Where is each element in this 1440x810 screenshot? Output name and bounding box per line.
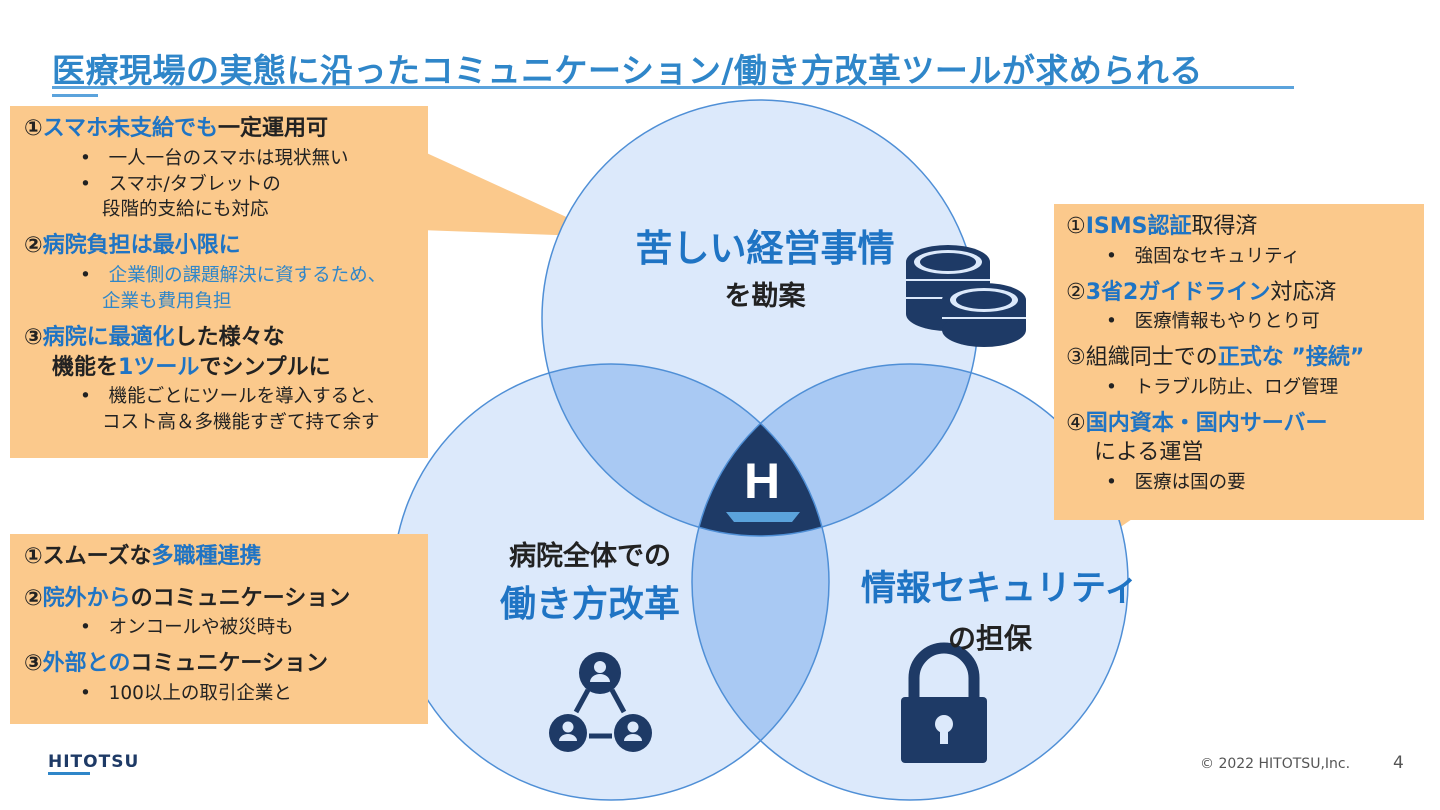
callout-tl-item1-heading: ①スマホ未支給でも一定運用可 — [24, 116, 328, 141]
callout-tl-item2-bullet1-cont: 企業も費用負担 — [102, 290, 232, 312]
callout-r-item1-heading: ①ISMS認証取得済 — [1066, 214, 1258, 239]
callout-bl-item3-heading: ③外部とのコミュニケーション — [24, 651, 328, 677]
callout-tl-item3-bullet1-cont: コスト高＆多機能すぎて持て余す — [102, 412, 380, 434]
callout-r-item4-bullet1: • 医療は国の要 — [1106, 472, 1246, 494]
page-title: 医療現場の実態に沿ったコミュニケーション/働き方改革ツールが求められる — [52, 51, 1203, 90]
circle-top-line2: を勘案 — [724, 281, 806, 312]
coins-icon — [906, 245, 1026, 347]
overlap-top-right — [692, 364, 978, 536]
callout-tl-item3-bullet1: • 機能ごとにツールを導入すると、 — [80, 386, 386, 408]
circle-right-label: 情報セキュリティ の担保 — [840, 560, 1160, 657]
title-underline — [52, 86, 1294, 89]
circle-right-line2: の担保 — [947, 622, 1032, 655]
callout-tl-item2-bullet1: • 企業側の課題解決に資するため、 — [80, 265, 387, 287]
circle-left-line2: 働き方改革 — [499, 584, 680, 625]
callout-top-left: ①スマホ未支給でも一定運用可 • 一人一台のスマホは現状無い • スマホ/タブレ… — [10, 106, 428, 458]
circle-top-label: 苦しい経営事情 を勘案 — [620, 218, 910, 313]
callout-tl-item2-heading: ②病院負担は最小限に — [24, 233, 241, 259]
callout-r-item2-heading: ②3省2ガイドライン対応済 — [1066, 279, 1337, 305]
page-number: 4 — [1393, 753, 1404, 773]
footer-logo: HITOTSU — [48, 752, 140, 772]
circle-left-label: 病院全体での 働き方改革 — [470, 534, 710, 627]
logo-bar — [726, 512, 800, 522]
callout-pointer-top-left — [420, 150, 610, 237]
callout-right: ①ISMS認証取得済 • 強固なセキュリティ ②3省2ガイドライン対応済 • 医… — [1054, 204, 1424, 520]
footer-logo-underline — [48, 772, 90, 775]
callout-r-item3-heading: ③組織同士での正式な ”接続” — [1066, 345, 1365, 371]
callout-r-item4-heading-cont: による運営 — [1094, 440, 1204, 466]
circle-left-line1: 病院全体での — [509, 541, 671, 572]
callout-bl-item2-bullet1: • オンコールや被災時も — [80, 617, 294, 639]
callout-tl-item1-bullet1: • 一人一台のスマホは現状無い — [80, 147, 349, 169]
padlock-icon — [901, 642, 987, 763]
callout-bl-item1-heading: ①スムーズな多職種連携 — [24, 544, 262, 569]
callout-r-item2-bullet1: • 医療情報もやりとり可 — [1106, 311, 1320, 333]
callout-bottom-left: ①スムーズな多職種連携 ②院外からのコミュニケーション • オンコールや被災時も… — [10, 534, 428, 724]
copyright-text: © 2022 HITOTSU,Inc. — [1200, 756, 1351, 772]
callout-tl-item1-bullet2-cont: 段階的支給にも対応 — [102, 199, 269, 221]
callout-bl-item2-heading: ②院外からのコミュニケーション — [24, 585, 351, 611]
team-network-icon — [549, 652, 652, 752]
callout-r-item1-bullet1: • 強固なセキュリティ — [1106, 245, 1300, 267]
title-accent-bar — [52, 94, 98, 97]
callout-bl-item3-bullet1: • 100以上の取引企業と — [80, 682, 292, 704]
callout-r-item3-bullet1: • トラブル防止、ログ管理 — [1106, 376, 1339, 398]
overlap-top-left — [542, 364, 829, 536]
callout-tl-item3-heading: ③病院に最適化した様々な — [24, 324, 285, 350]
hitotsu-logo-icon: H — [744, 453, 780, 509]
callout-tl-item1-bullet2: • スマホ/タブレットの — [80, 173, 281, 195]
circle-right-line1: 情報セキュリティ — [861, 569, 1139, 609]
callout-tl-item3-heading-cont: 機能を1ツールでシンプルに — [52, 354, 331, 380]
callout-r-item4-heading: ④国内資本・国内サーバー — [1066, 410, 1328, 436]
circle-top-line1: 苦しい経営事情 — [635, 227, 895, 270]
